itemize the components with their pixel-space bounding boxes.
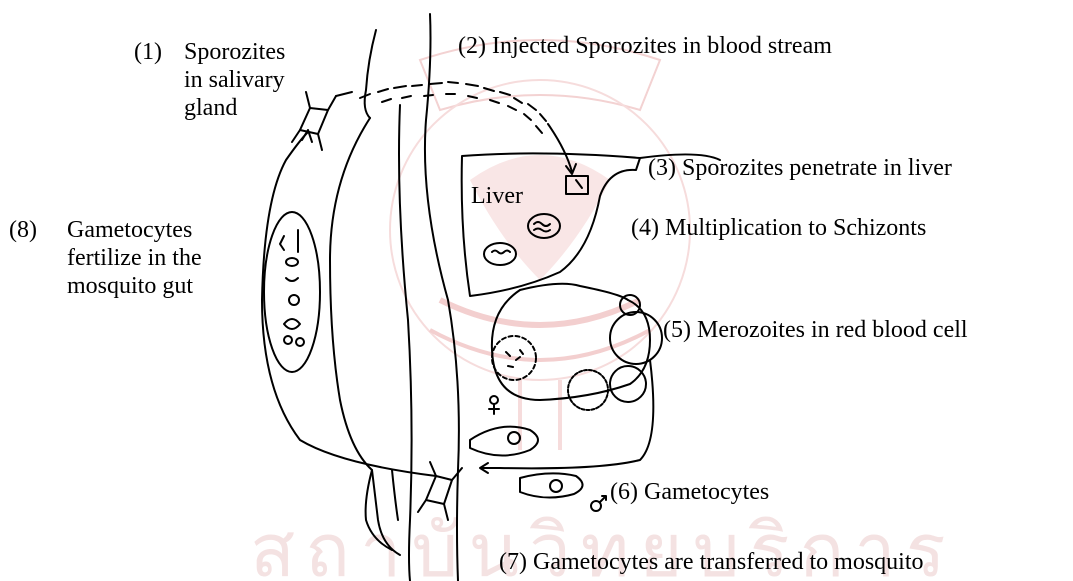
- step1-line3: gland: [184, 94, 285, 122]
- ruptured-rbc-icon: [492, 336, 536, 380]
- blood-stream-arrow: [548, 124, 572, 172]
- outer-cycle-path: [262, 132, 436, 476]
- step8-line2: fertilize in the: [67, 244, 202, 272]
- female-gametocyte-icon: [470, 427, 538, 456]
- step1-label: Sporozites in salivary gland: [184, 38, 285, 122]
- step6-label: (6) Gametocytes: [610, 478, 769, 506]
- merozoite-chain: [520, 284, 628, 300]
- mosquito-bottom-icon: [418, 462, 462, 520]
- body-center-line: [399, 105, 412, 581]
- step3-label: (3) Sporozites penetrate in liver: [648, 154, 952, 182]
- step7-label: (7) Gametocytes are transferred to mosqu…: [499, 548, 924, 576]
- arm-outline: [330, 118, 400, 555]
- step1-line2: in salivary: [184, 66, 285, 94]
- hand-outline: [366, 470, 398, 550]
- hepatocyte-icon: [566, 176, 588, 194]
- body-right-edge: [425, 14, 459, 581]
- step4-label: (4) Multiplication to Schizonts: [631, 214, 926, 242]
- step2-label: (2) Injected Sporozites in blood stream: [458, 32, 832, 60]
- step8-line1: Gametocytes: [67, 216, 202, 244]
- liver-outline: [462, 153, 640, 296]
- head-outline: [365, 30, 376, 118]
- sporozoite-stream: [360, 82, 546, 133]
- rbc-schizont-icon: [568, 370, 608, 410]
- step8-number: (8): [9, 216, 37, 244]
- step1-line1: Sporozites: [184, 38, 285, 66]
- mosquito-gut-icon: [264, 212, 320, 372]
- step1-number: (1): [134, 38, 162, 66]
- step5-label: (5) Merozoites in red blood cell: [663, 316, 968, 344]
- step8-line3: mosquito gut: [67, 272, 202, 300]
- liver-label: Liver: [471, 182, 523, 210]
- step8-label: Gametocytes fertilize in the mosquito gu…: [67, 216, 202, 300]
- cycle-return-path: [482, 360, 653, 468]
- male-gametocyte-icon: [520, 473, 583, 497]
